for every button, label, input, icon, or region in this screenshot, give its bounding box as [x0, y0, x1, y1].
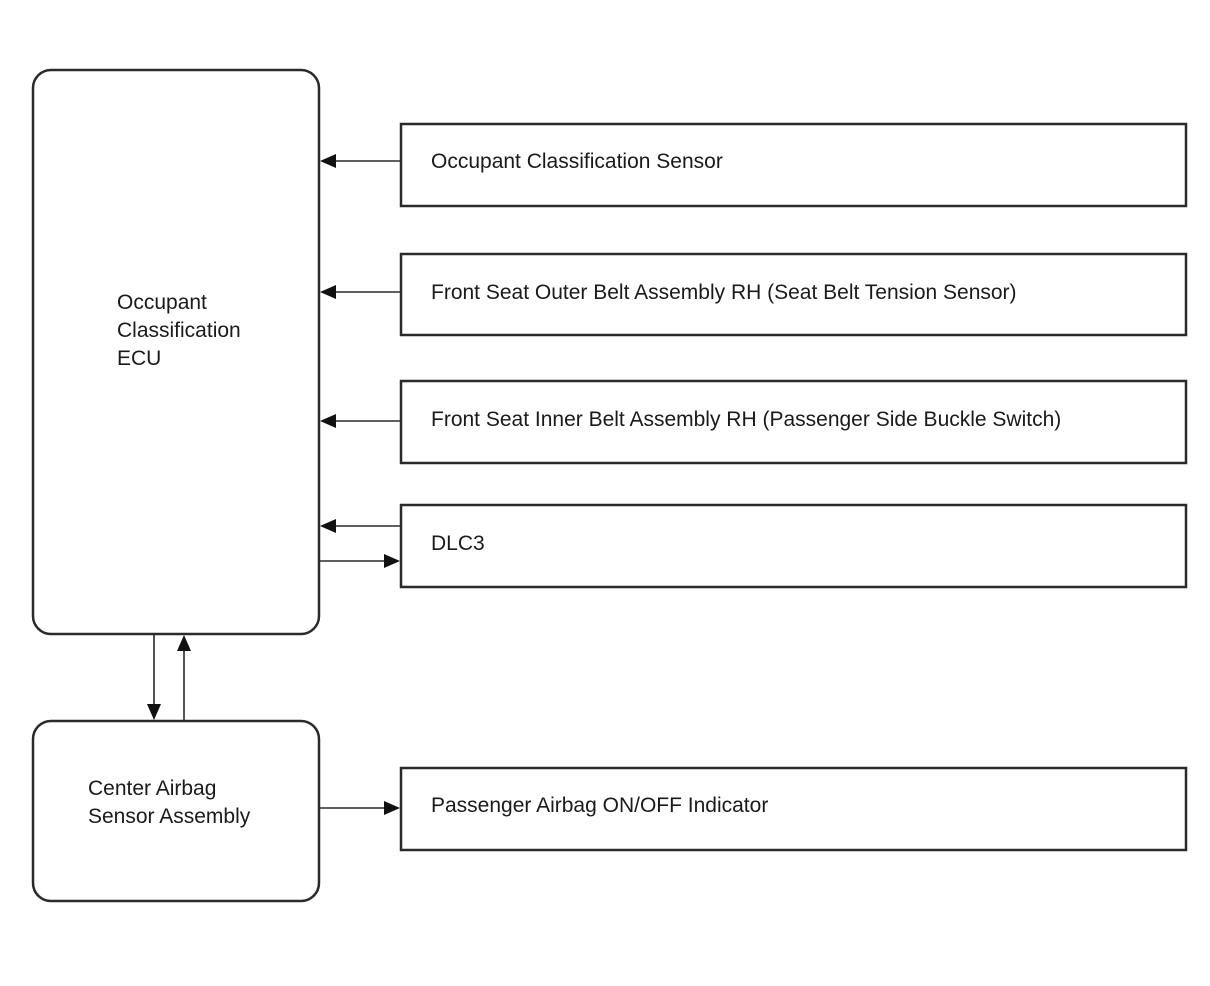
arrow-occupant-sensor-to-ecu: [320, 154, 401, 168]
center-airbag-block: Center Airbag Sensor Assembly: [31, 719, 321, 903]
arrow-center-airbag-to-ecu: [177, 635, 191, 721]
arrow-ecu-to-dlc3: [319, 554, 400, 568]
occupant-sensor-label: Occupant Classification Sensor: [431, 150, 723, 173]
arrow-outer-belt-to-ecu: [320, 285, 401, 299]
center-airbag-label-line-1: Center Airbag: [88, 777, 216, 800]
arrow-ecu-to-center-airbag: [147, 634, 161, 720]
dlc3-label: DLC3: [431, 532, 485, 555]
arrow-inner-belt-to-ecu: [320, 414, 401, 428]
dlc3-block: DLC3: [399, 503, 1188, 589]
inner-belt-block: Front Seat Inner Belt Assembly RH (Passe…: [399, 379, 1188, 465]
arrow-dlc3-to-ecu: [320, 519, 401, 533]
ecu-block: Occupant Classification ECU: [31, 68, 321, 636]
ecu-label-line-3: ECU: [117, 347, 161, 370]
ecu-label-line-1: Occupant: [117, 291, 207, 314]
indicator-block: Passenger Airbag ON/OFF Indicator: [399, 766, 1188, 852]
ecu-label-line-2: Classification: [117, 319, 241, 342]
outer-belt-label: Front Seat Outer Belt Assembly RH (Seat …: [431, 281, 1017, 304]
inner-belt-label: Front Seat Inner Belt Assembly RH (Passe…: [431, 408, 1061, 431]
outer-belt-block: Front Seat Outer Belt Assembly RH (Seat …: [399, 252, 1188, 337]
center-airbag-label-line-2: Sensor Assembly: [88, 805, 251, 828]
occupant-sensor-block: Occupant Classification Sensor: [399, 122, 1188, 208]
indicator-label: Passenger Airbag ON/OFF Indicator: [431, 794, 768, 817]
arrow-center-airbag-to-indicator: [319, 801, 400, 815]
